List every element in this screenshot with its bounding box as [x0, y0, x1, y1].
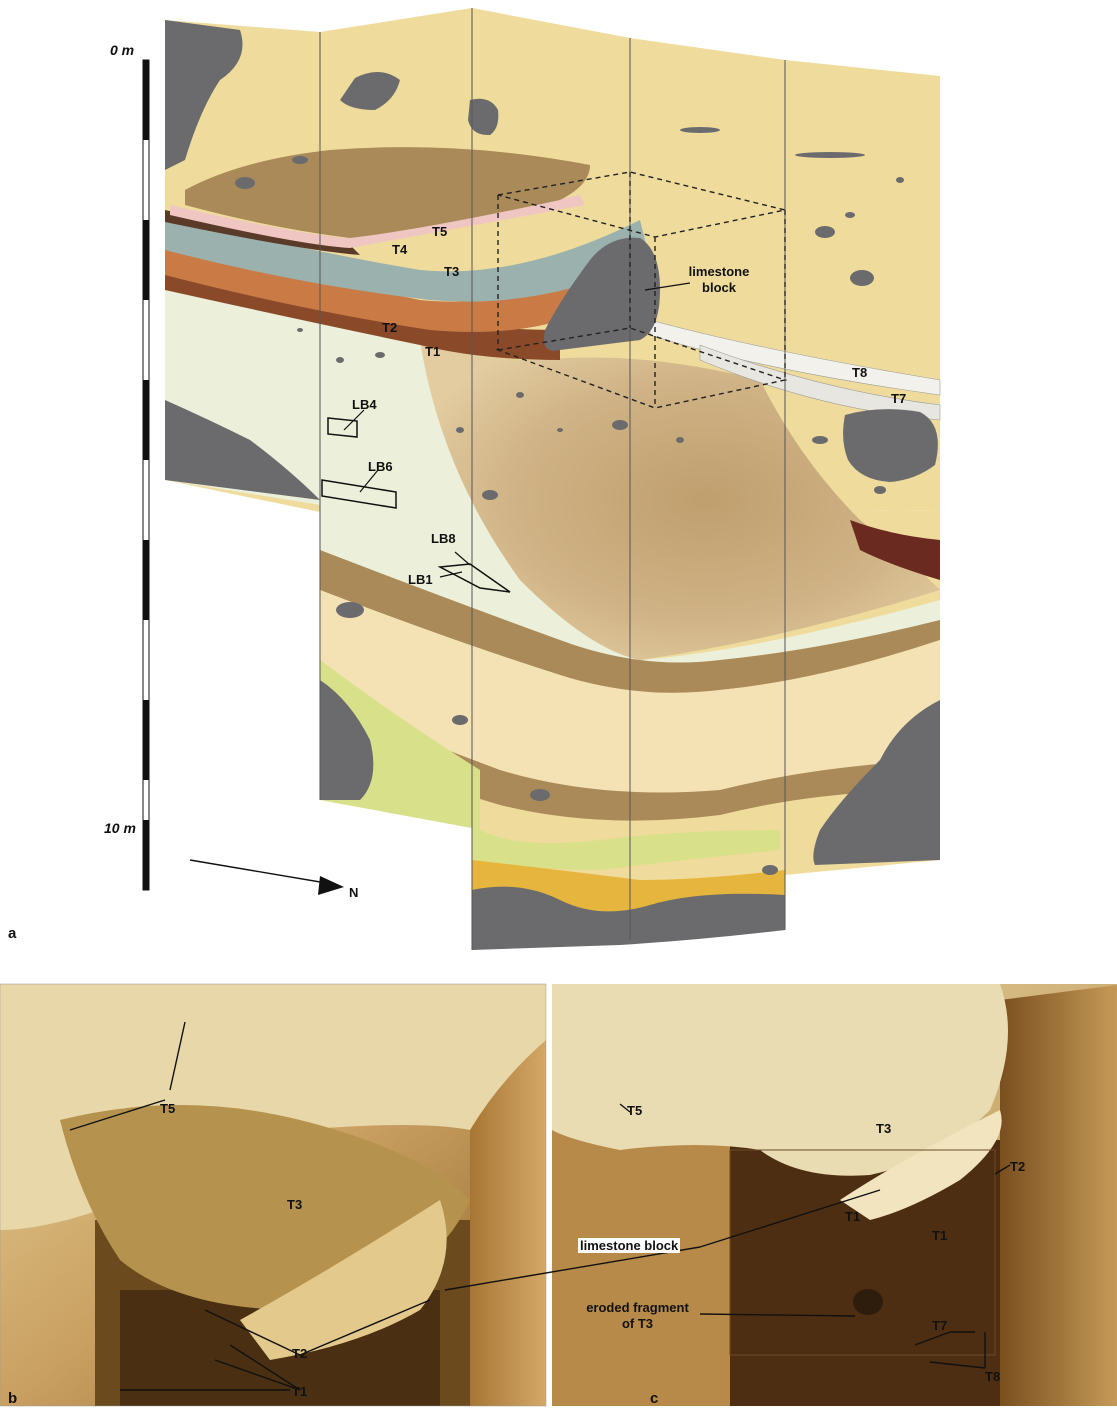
photo-b-label-t3: T3 [287, 1197, 302, 1212]
north-arrow [190, 860, 344, 895]
section-drawing [0, 0, 1117, 960]
label-t7: T7 [891, 391, 906, 406]
eroded-line2: of T3 [570, 1316, 705, 1332]
photo-leader-lines [70, 1022, 1010, 1390]
label-t1: T1 [425, 344, 440, 359]
photo-c-label-t5: T5 [627, 1103, 642, 1118]
north-label: N [349, 885, 358, 900]
label-lb6: LB6 [368, 459, 393, 474]
photo-label-eroded-fragment: eroded fragment of T3 [570, 1300, 705, 1332]
label-lb1: LB1 [408, 572, 433, 587]
photo-b-label-t1: T1 [292, 1384, 307, 1399]
photo-b-label-t2: T2 [292, 1346, 307, 1361]
limestone-block-line1: limestone [679, 264, 759, 280]
scale-bottom-label: 10 m [104, 820, 136, 836]
eroded-line1: eroded fragment [570, 1300, 705, 1316]
photo-c-label-t1a: T1 [845, 1209, 860, 1224]
limestone-block-line2: block [679, 280, 759, 296]
label-lb8: LB8 [431, 531, 456, 546]
photo-c-label-t8: T8 [985, 1369, 1000, 1384]
label-lb4: LB4 [352, 397, 377, 412]
panel-c-letter: c [650, 1390, 658, 1407]
photo-label-limestone-block: limestone block [578, 1238, 680, 1253]
label-t8: T8 [852, 365, 867, 380]
label-t4: T4 [392, 242, 407, 257]
photo-b-label-t5: T5 [160, 1101, 175, 1116]
photo-c-label-t3: T3 [876, 1121, 891, 1136]
panel-b-letter: b [8, 1390, 17, 1407]
photo-c-label-t1b: T1 [932, 1228, 947, 1243]
photo-c-label-t7: T7 [932, 1318, 947, 1333]
panel-a-letter: a [8, 925, 16, 942]
label-t5: T5 [432, 224, 447, 239]
photo-c-label-t2: T2 [1010, 1159, 1025, 1174]
label-t2: T2 [382, 320, 397, 335]
scale-top-label: 0 m [110, 42, 134, 58]
label-limestone-block: limestone block [679, 264, 759, 296]
scale-bar [143, 60, 149, 890]
label-t3: T3 [444, 264, 459, 279]
